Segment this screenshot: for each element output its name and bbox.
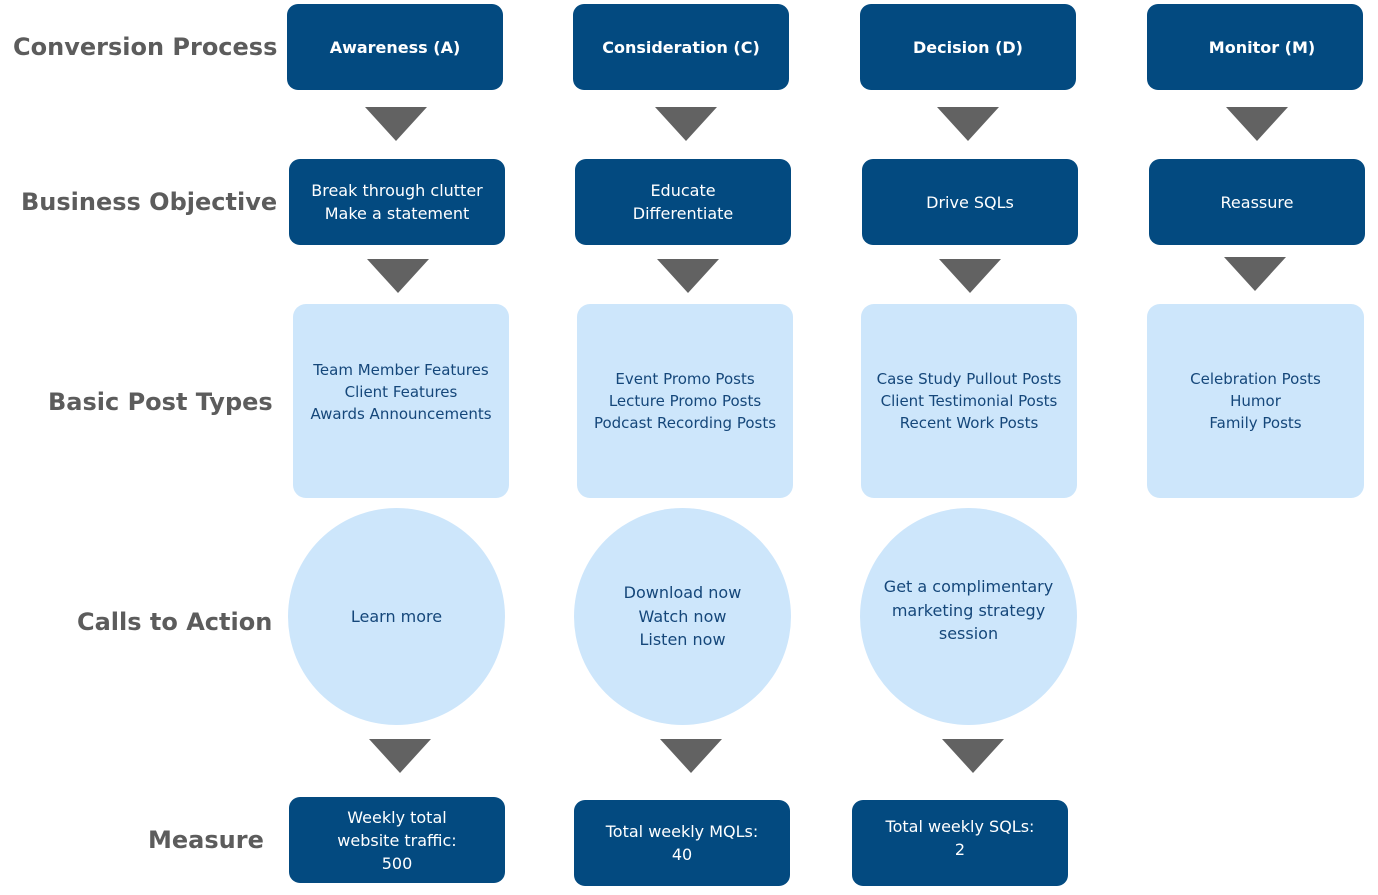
cta-circle-decision: Get a complimentary marketing strategy s… <box>860 508 1077 725</box>
cta-item: Learn more <box>350 606 443 626</box>
objective-line: Reassure <box>1220 192 1294 212</box>
post-type-item: Team Member Features <box>313 361 489 379</box>
stage-header-awareness: Awareness (A) <box>287 4 503 90</box>
objective-box-consideration: Educate Differentiate <box>575 159 791 245</box>
measure-line: 500 <box>381 853 413 873</box>
flow-arrow <box>939 259 1001 293</box>
post-type-item: Humor <box>1230 392 1281 410</box>
cta-item: Listen now <box>639 630 726 650</box>
row-label-basic-post-types: Basic Post Types <box>48 388 273 416</box>
measure-box-awareness: Weekly total website traffic: 500 <box>289 797 505 883</box>
objective-line: Educate <box>650 181 716 200</box>
cta-item: session <box>938 624 999 644</box>
flow-arrow <box>1224 257 1286 291</box>
flow-arrow <box>1226 107 1288 141</box>
post-type-item: Case Study Pullout Posts <box>876 370 1062 388</box>
cta-item: Watch now <box>638 606 727 626</box>
measure-line: Total weekly MQLs: <box>605 822 759 841</box>
post-type-item: Client Features <box>344 383 458 401</box>
row-label-business-objective: Business Objective <box>21 188 278 216</box>
post-types-box-consideration: Event Promo Posts Lecture Promo Posts Po… <box>577 304 793 498</box>
stage-title: Decision (D) <box>913 37 1023 57</box>
post-type-item: Family Posts <box>1209 414 1302 432</box>
post-type-item: Lecture Promo Posts <box>608 392 762 410</box>
post-types-box-decision: Case Study Pullout Posts Client Testimon… <box>861 304 1077 498</box>
row-label-measure: Measure <box>148 826 264 854</box>
post-type-item: Recent Work Posts <box>899 414 1039 432</box>
post-type-item: Client Testimonial Posts <box>880 392 1058 410</box>
flow-arrow <box>655 107 717 141</box>
cta-circle-awareness: Learn more <box>288 508 505 725</box>
post-type-item: Event Promo Posts <box>615 370 755 388</box>
stage-header-monitor: Monitor (M) <box>1147 4 1363 90</box>
cta-circle-consideration: Download now Watch now Listen now <box>574 508 791 725</box>
objective-line: Differentiate <box>632 204 734 223</box>
objective-line: Break through clutter <box>311 181 483 200</box>
post-types-box-awareness: Team Member Features Client Features Awa… <box>293 304 509 498</box>
objective-line: Drive SQLs <box>926 192 1014 212</box>
flow-arrow <box>369 739 431 773</box>
measure-line: website traffic: <box>337 830 457 850</box>
post-type-item: Podcast Recording Posts <box>593 414 777 432</box>
measure-line: 40 <box>671 845 693 864</box>
stage-title: Awareness (A) <box>329 37 461 57</box>
measure-box-decision: Total weekly SQLs: 2 <box>852 800 1068 886</box>
stage-header-decision: Decision (D) <box>860 4 1076 90</box>
measure-line: Weekly total <box>347 807 447 827</box>
measure-line: 2 <box>954 840 966 859</box>
cta-item: Download now <box>623 583 742 603</box>
flow-arrow <box>937 107 999 141</box>
row-label-calls-to-action: Calls to Action <box>77 608 273 636</box>
flow-arrow <box>365 107 427 141</box>
flow-arrow <box>942 739 1004 773</box>
objective-box-decision: Drive SQLs <box>862 159 1078 245</box>
objective-line: Make a statement <box>324 204 470 223</box>
stage-header-consideration: Consideration (C) <box>573 4 789 90</box>
objective-box-monitor: Reassure <box>1149 159 1365 245</box>
flow-arrow <box>367 259 429 293</box>
flow-arrow <box>660 739 722 773</box>
post-type-item: Celebration Posts <box>1190 370 1321 388</box>
post-types-box-monitor: Celebration Posts Humor Family Posts <box>1147 304 1364 498</box>
measure-box-consideration: Total weekly MQLs: 40 <box>574 800 790 886</box>
flow-arrow <box>657 259 719 293</box>
post-type-item: Awards Announcements <box>310 405 492 423</box>
cta-item: marketing strategy <box>891 600 1046 620</box>
stage-title: Consideration (C) <box>602 37 760 57</box>
stage-title: Monitor (M) <box>1208 37 1316 57</box>
row-label-conversion-process: Conversion Process <box>13 33 278 61</box>
objective-box-awareness: Break through clutter Make a statement <box>289 159 505 245</box>
measure-line: Total weekly SQLs: <box>885 817 1035 836</box>
cta-item: Get a complimentary <box>883 577 1054 597</box>
